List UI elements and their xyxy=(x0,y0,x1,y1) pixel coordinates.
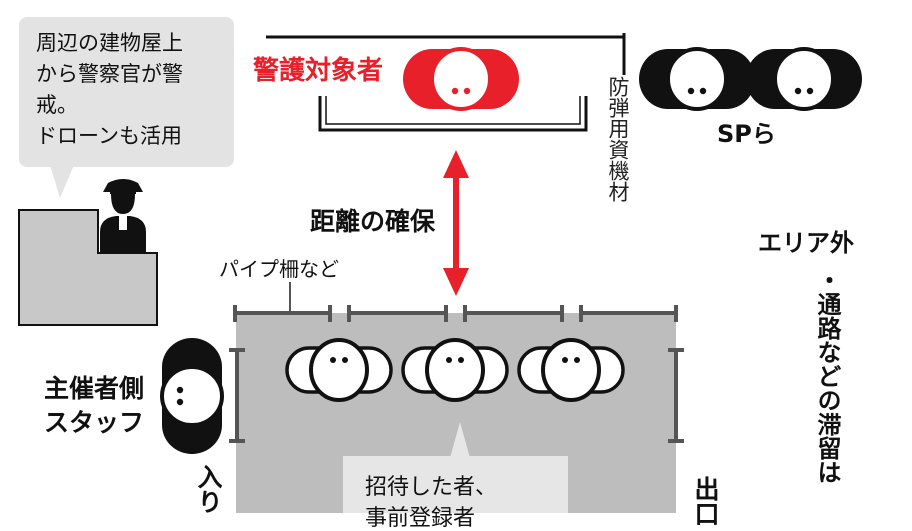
bubble-line-3: 戒。 xyxy=(36,93,78,117)
sp-person-2 xyxy=(744,47,864,111)
attendee-1 xyxy=(285,338,393,402)
organizer-label-line1: 主催者側 xyxy=(44,374,145,403)
protectee-label: 警護対象者 xyxy=(253,56,384,86)
fence-label: パイプ柵など xyxy=(219,257,339,281)
bubble-line-1: 周辺の建物屋上 xyxy=(36,31,183,55)
invited-text-line1: 招待した者、 xyxy=(365,475,498,500)
sp-label: SPら xyxy=(717,120,776,148)
building xyxy=(18,209,158,326)
outside-area-title: エリア外 xyxy=(758,229,854,257)
attendee-2 xyxy=(401,338,509,402)
pipe-fence xyxy=(229,305,684,443)
entrance-label: 入り xyxy=(194,464,223,514)
organizer-label-line2: スタッフ xyxy=(44,408,145,437)
sp-person-1 xyxy=(637,47,757,111)
invited-box-pointer xyxy=(450,422,470,458)
security-diagram xyxy=(18,17,864,513)
shield-bracket xyxy=(318,96,588,132)
outside-area-item: ・通路などの滞留は xyxy=(813,268,841,484)
exit-label: 出口 xyxy=(691,476,720,526)
invited-text-line2: 事前登録者 xyxy=(365,506,476,531)
speech-bubble-text: 周辺の建物屋上 から警察官が警 戒。 ドローンも活用 xyxy=(36,28,226,152)
distance-label: 距離の確保 xyxy=(310,207,436,236)
speech-bubble xyxy=(19,17,234,198)
invited-box xyxy=(343,456,568,513)
distance-arrow xyxy=(443,150,469,296)
bubble-line-4: ドローンも活用 xyxy=(36,124,182,148)
protectee-person xyxy=(403,47,519,111)
shield-label: 防弾用資機材 xyxy=(606,76,630,202)
attendee-3 xyxy=(517,338,625,402)
organizer-staff-person xyxy=(160,336,224,456)
police-officer-icon xyxy=(100,179,146,253)
shield-bracket-inner xyxy=(325,96,581,125)
bubble-line-2: から警察官が警 xyxy=(36,62,183,86)
